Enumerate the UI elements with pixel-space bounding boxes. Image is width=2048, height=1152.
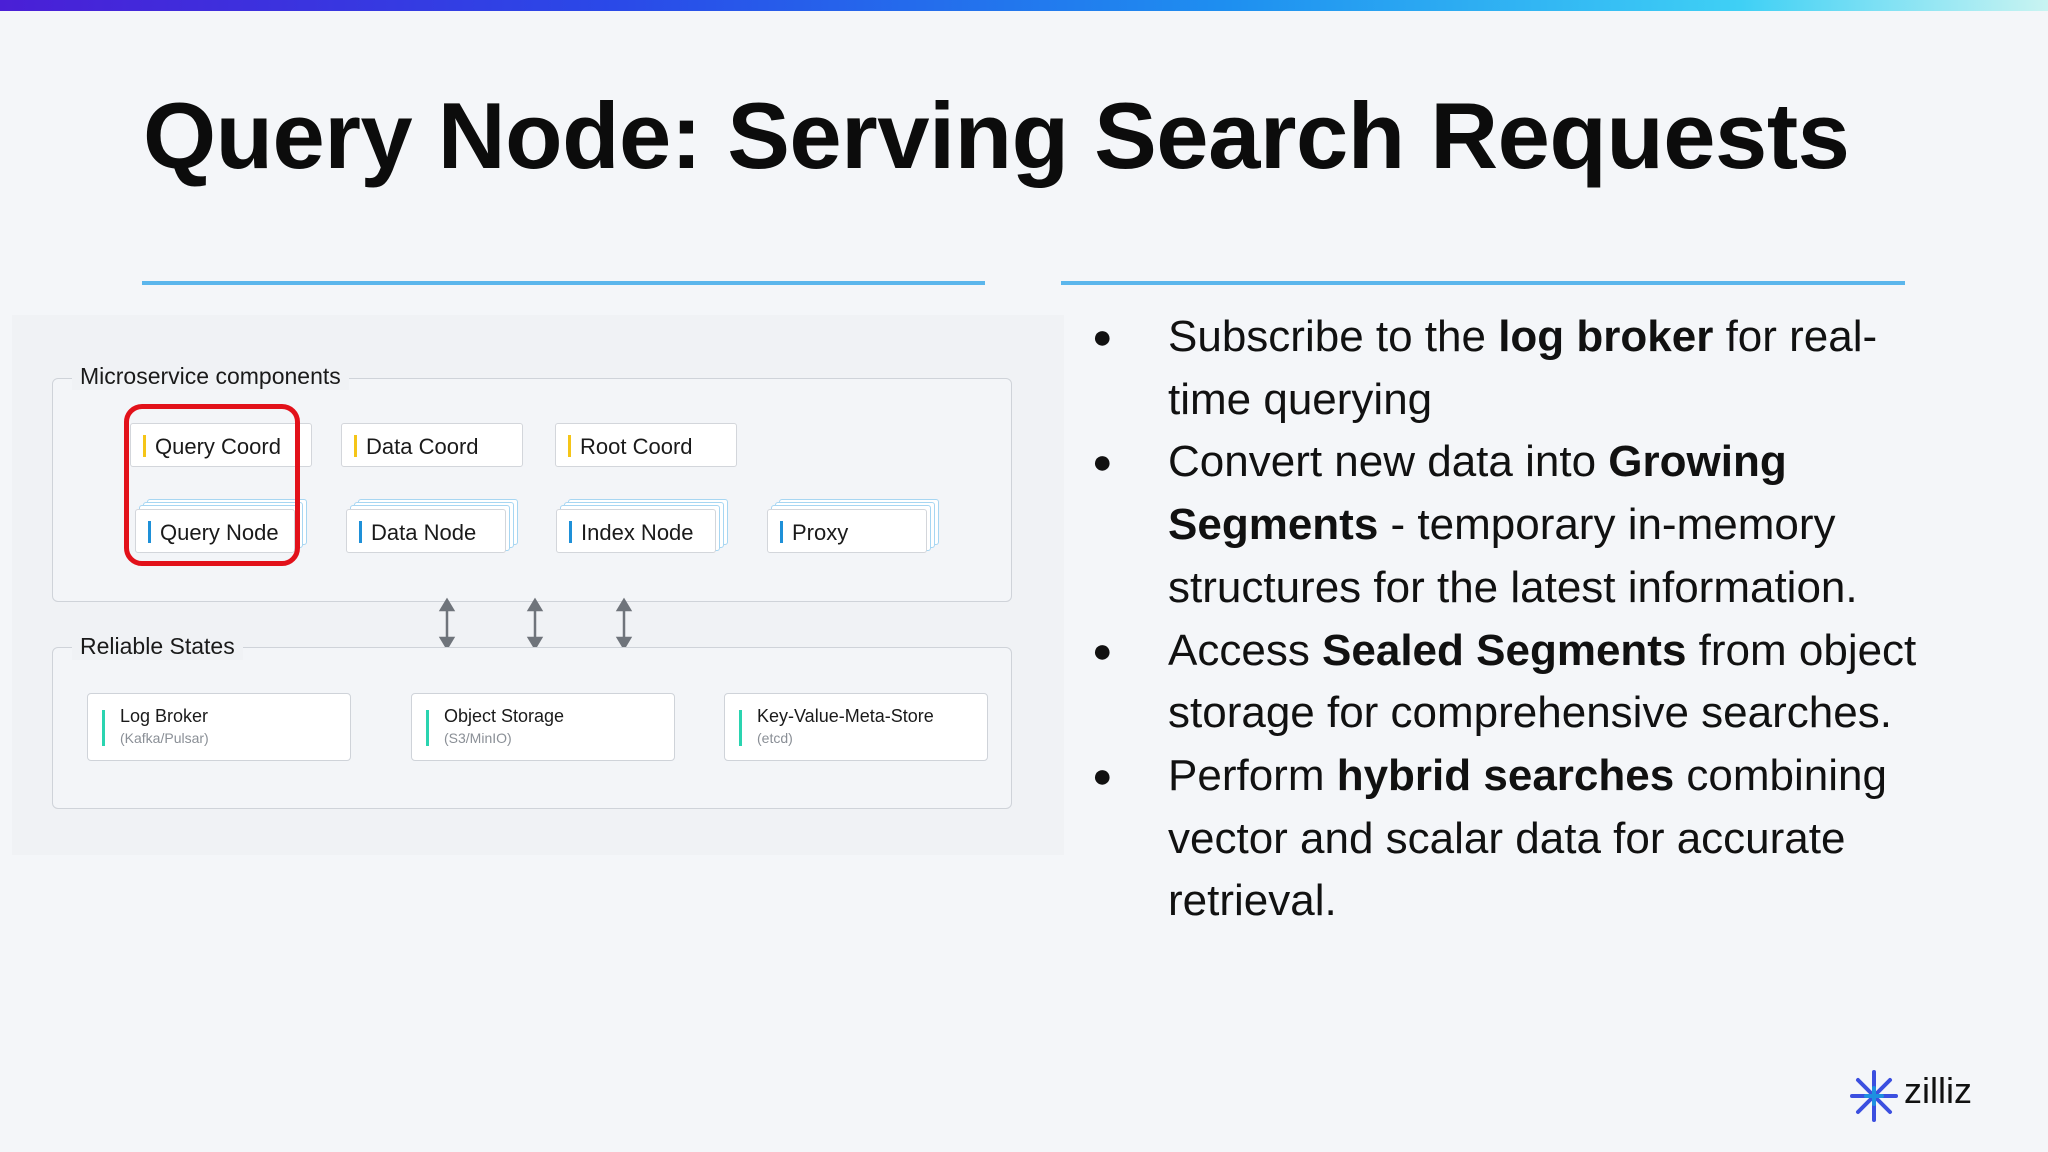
- right-divider: [1061, 281, 1905, 285]
- microservice-group-label: Microservice components: [72, 363, 349, 390]
- bullet-dot-icon: ●: [1092, 443, 1113, 482]
- query-node-box: Query Node: [135, 509, 295, 553]
- root-coord-label: Root Coord: [580, 434, 693, 459]
- kv-meta-store-sub: (etcd): [757, 730, 793, 746]
- left-divider: [142, 281, 985, 285]
- teal-accent-mark: [426, 710, 429, 746]
- bullet-bold-text: hybrid searches: [1336, 750, 1675, 800]
- bullet-item: ● Subscribe to the log broker for real-ti…: [1088, 306, 1928, 431]
- yellow-accent-mark: [143, 435, 146, 457]
- bullet-list: ● Subscribe to the log broker for real-ti…: [1088, 306, 1928, 933]
- data-coord-label: Data Coord: [366, 434, 479, 459]
- log-broker-label: Log Broker: [120, 706, 209, 726]
- teal-accent-mark: [102, 710, 105, 746]
- bullet-text: for real-time querying: [1168, 312, 1878, 424]
- bullet-text: Subscribe to the: [1168, 312, 1499, 361]
- blue-accent-mark: [359, 521, 362, 543]
- proxy-label: Proxy: [792, 520, 849, 545]
- zilliz-star-icon: [1850, 1070, 1898, 1122]
- log-broker-sub: (Kafka/Pulsar): [120, 730, 209, 746]
- object-storage-box: Object Storage (S3/MinIO): [411, 693, 675, 761]
- double-arrow-icon: [615, 597, 633, 651]
- blue-accent-mark: [148, 521, 151, 543]
- blue-accent-mark: [569, 521, 572, 543]
- yellow-accent-mark: [568, 435, 571, 457]
- kv-meta-store-label: Key-Value-Meta-Store: [757, 706, 934, 726]
- root-coord-box: Root Coord: [555, 423, 737, 467]
- slide-title: Query Node: Serving Search Requests: [143, 83, 1850, 188]
- data-node-label: Data Node: [371, 520, 477, 545]
- bullet-item: ● Perform hybrid searches combining vecto…: [1088, 745, 1928, 933]
- bullet-bold-text: Growing Segments: [1168, 437, 1787, 550]
- teal-accent-mark: [739, 710, 742, 746]
- bullet-text: Access: [1168, 625, 1323, 675]
- index-node-box: Index Node: [556, 509, 716, 553]
- yellow-accent-mark: [354, 435, 357, 457]
- bullet-dot-icon: ●: [1092, 631, 1113, 670]
- data-coord-box: Data Coord: [341, 423, 523, 467]
- bullet-dot-icon: ●: [1092, 318, 1113, 356]
- index-node-label: Index Node: [581, 520, 694, 545]
- query-node-label: Query Node: [160, 520, 279, 545]
- zilliz-logo: zilliz: [1848, 1068, 1972, 1124]
- data-node-box: Data Node: [346, 509, 506, 553]
- double-arrow-icon: [438, 597, 456, 651]
- top-gradient-bar: [0, 0, 2048, 11]
- zilliz-logo-text: zilliz: [1904, 1070, 1972, 1111]
- bullet-dot-icon: ●: [1092, 756, 1113, 795]
- object-storage-sub: (S3/MinIO): [444, 730, 512, 746]
- bullet-text: combining vector and scalar data for acc…: [1168, 750, 1887, 926]
- query-coord-box: Query Coord: [130, 423, 312, 467]
- bullet-item: ● Access Sealed Segments from object stor…: [1088, 620, 1928, 745]
- bullet-bold-text: log broker: [1498, 312, 1714, 361]
- bullet-text: Convert new data into: [1168, 437, 1609, 487]
- double-arrow-icon: [526, 597, 544, 651]
- proxy-box: Proxy: [767, 509, 927, 553]
- bullet-text: - temporary in-memory structures for the…: [1168, 500, 1858, 612]
- blue-accent-mark: [780, 521, 783, 543]
- bullet-text: from object storage for comprehensive se…: [1168, 625, 1917, 738]
- log-broker-box: Log Broker (Kafka/Pulsar): [87, 693, 351, 761]
- reliable-states-label: Reliable States: [72, 633, 243, 660]
- bullet-text: Perform: [1168, 750, 1337, 800]
- query-coord-label: Query Coord: [155, 434, 281, 459]
- bullet-item: ●Convert new data into Growing Segments …: [1088, 431, 1928, 619]
- object-storage-label: Object Storage: [444, 706, 565, 726]
- query-highlight-outline: [124, 404, 300, 566]
- bullet-bold-text: Sealed Segments: [1322, 625, 1687, 675]
- kv-meta-store-box: Key-Value-Meta-Store (etcd): [724, 693, 988, 761]
